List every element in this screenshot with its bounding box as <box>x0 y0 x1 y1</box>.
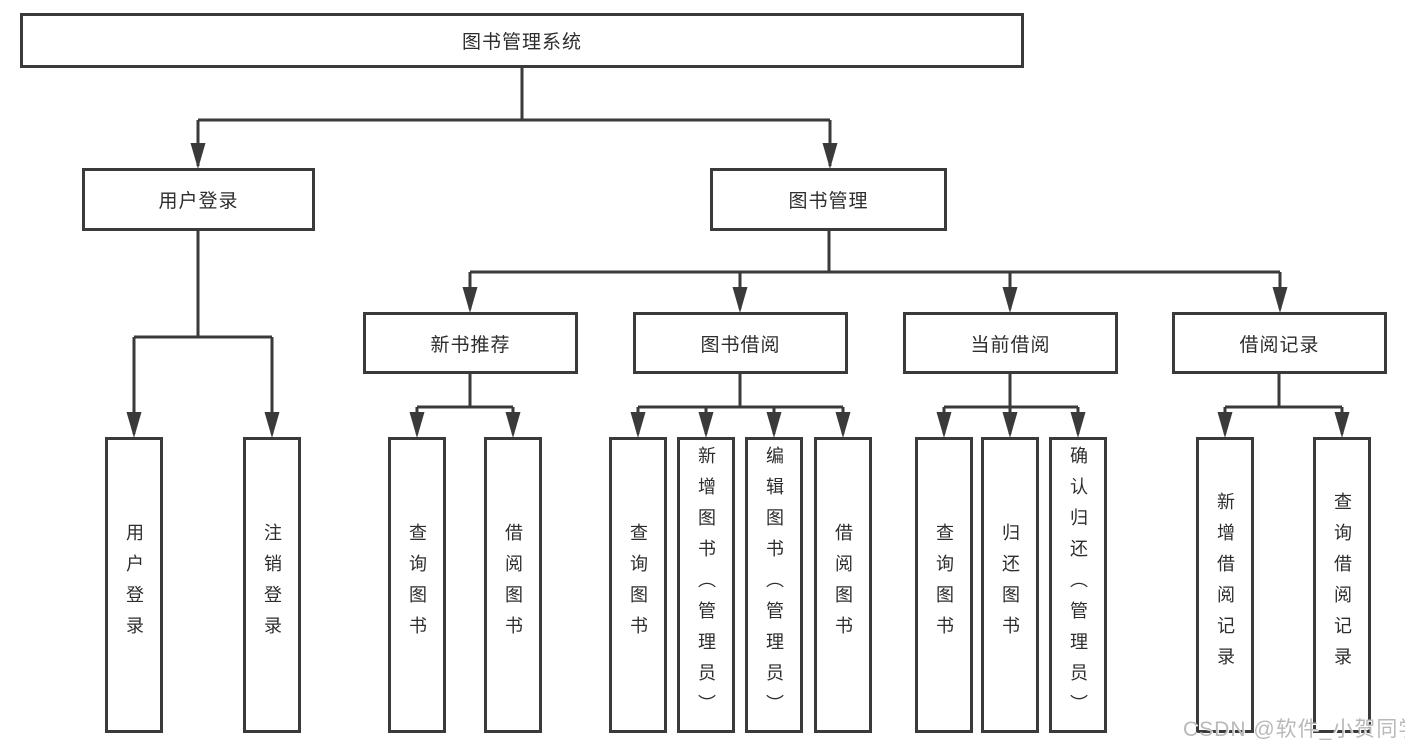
connector-bookborrow-to-leaves <box>636 374 845 434</box>
connector-userlogin-to-leaves <box>132 231 274 434</box>
leaf-confirm-return-admin: 确认归还（管理员） <box>1049 437 1107 733</box>
leaf-query-books-current-label: 查询图书 <box>934 523 954 647</box>
leaf-query-borrow-record: 查询借阅记录 <box>1313 437 1371 733</box>
connector-bookmgmt-to-level3 <box>468 231 1282 309</box>
node-current-borrow-label: 当前借阅 <box>970 334 1051 356</box>
leaf-return-books: 归还图书 <box>981 437 1039 733</box>
node-user-login-label: 用户登录 <box>158 191 239 212</box>
leaf-query-books-current: 查询图书 <box>915 437 973 733</box>
leaf-borrow-books-recommend-label: 借阅图书 <box>503 523 523 647</box>
leaf-query-books-recommend-label: 查询图书 <box>407 523 427 647</box>
leaf-add-books-admin: 新增图书（管理员） <box>677 437 735 733</box>
leaf-add-borrow-record-label: 新增借阅记录 <box>1215 492 1235 678</box>
leaf-query-books-borrow: 查询图书 <box>609 437 667 733</box>
connector-root-to-level2 <box>196 68 832 166</box>
node-borrow-records: 借阅记录 <box>1172 312 1387 374</box>
leaf-borrow-books-label: 借阅图书 <box>833 523 853 647</box>
node-current-borrow: 当前借阅 <box>903 312 1118 374</box>
node-book-borrow: 图书借阅 <box>633 312 848 374</box>
leaf-user-login: 用户登录 <box>105 437 163 733</box>
node-root-label: 图书管理系统 <box>461 32 582 53</box>
leaf-edit-books-admin-label: 编辑图书（管理员） <box>764 445 784 725</box>
csdn-watermark: CSDN @软件_小贺同学 <box>1183 718 1405 741</box>
leaf-query-books-borrow-label: 查询图书 <box>628 523 648 647</box>
node-root: 图书管理系统 <box>20 13 1024 68</box>
leaf-user-login-label: 用户登录 <box>124 523 144 647</box>
leaf-query-borrow-record-label: 查询借阅记录 <box>1332 492 1352 678</box>
node-borrow-records-label: 借阅记录 <box>1239 334 1320 356</box>
node-book-management-label: 图书管理 <box>788 191 869 212</box>
arrowheads <box>126 143 1350 438</box>
connector-newbook-to-leaves <box>415 374 515 434</box>
leaf-query-books-recommend: 查询图书 <box>388 437 446 733</box>
leaf-return-books-label: 归还图书 <box>1000 523 1020 647</box>
node-book-borrow-label: 图书借阅 <box>700 334 781 356</box>
leaf-add-books-admin-label: 新增图书（管理员） <box>696 445 716 725</box>
leaf-logout-label: 注销登录 <box>262 523 282 647</box>
leaf-confirm-return-admin-label: 确认归还（管理员） <box>1068 445 1088 725</box>
leaf-borrow-books-recommend: 借阅图书 <box>484 437 542 733</box>
leaf-edit-books-admin: 编辑图书（管理员） <box>745 437 803 733</box>
leaf-borrow-books: 借阅图书 <box>814 437 872 733</box>
leaf-add-borrow-record: 新增借阅记录 <box>1196 437 1254 733</box>
leaf-logout: 注销登录 <box>243 437 301 733</box>
node-user-login: 用户登录 <box>82 168 315 231</box>
connector-records-to-leaves <box>1223 374 1344 434</box>
node-book-management: 图书管理 <box>710 168 947 231</box>
node-new-book-recommend-label: 新书推荐 <box>430 334 511 356</box>
node-new-book-recommend: 新书推荐 <box>363 312 578 374</box>
